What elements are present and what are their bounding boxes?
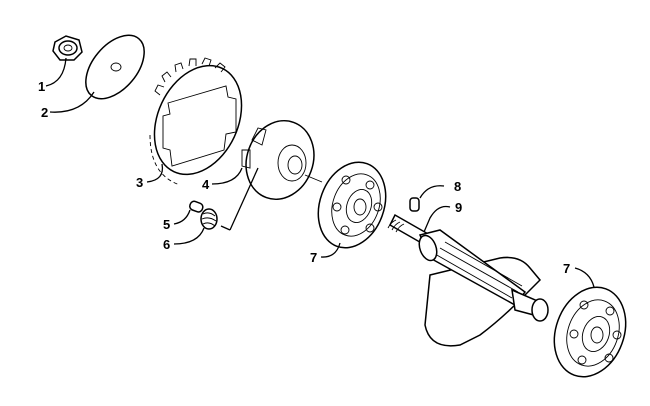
callout-3: 3 <box>136 175 143 190</box>
part-crankshaft <box>387 213 549 347</box>
callout-7-left: 7 <box>310 250 317 265</box>
callout-7-right: 7 <box>563 261 570 276</box>
part-hub <box>241 120 323 200</box>
part-nut <box>52 35 83 61</box>
part-pin <box>189 200 204 213</box>
part-spring <box>200 208 218 230</box>
callout-6: 6 <box>163 237 170 252</box>
callout-4: 4 <box>202 177 210 192</box>
part-bearing-right <box>553 286 627 378</box>
callout-labels: 1 2 3 4 5 6 7 8 9 7 <box>38 79 570 276</box>
callout-9: 9 <box>455 200 462 215</box>
callout-1: 1 <box>38 79 45 94</box>
leader-lines <box>45 57 595 288</box>
callout-5: 5 <box>163 217 170 232</box>
callout-8: 8 <box>454 179 461 194</box>
part-bearing-left <box>317 161 387 249</box>
callout-2: 2 <box>41 105 48 120</box>
part-gear <box>149 57 243 186</box>
part-key <box>409 197 420 212</box>
part-washer <box>85 34 145 100</box>
